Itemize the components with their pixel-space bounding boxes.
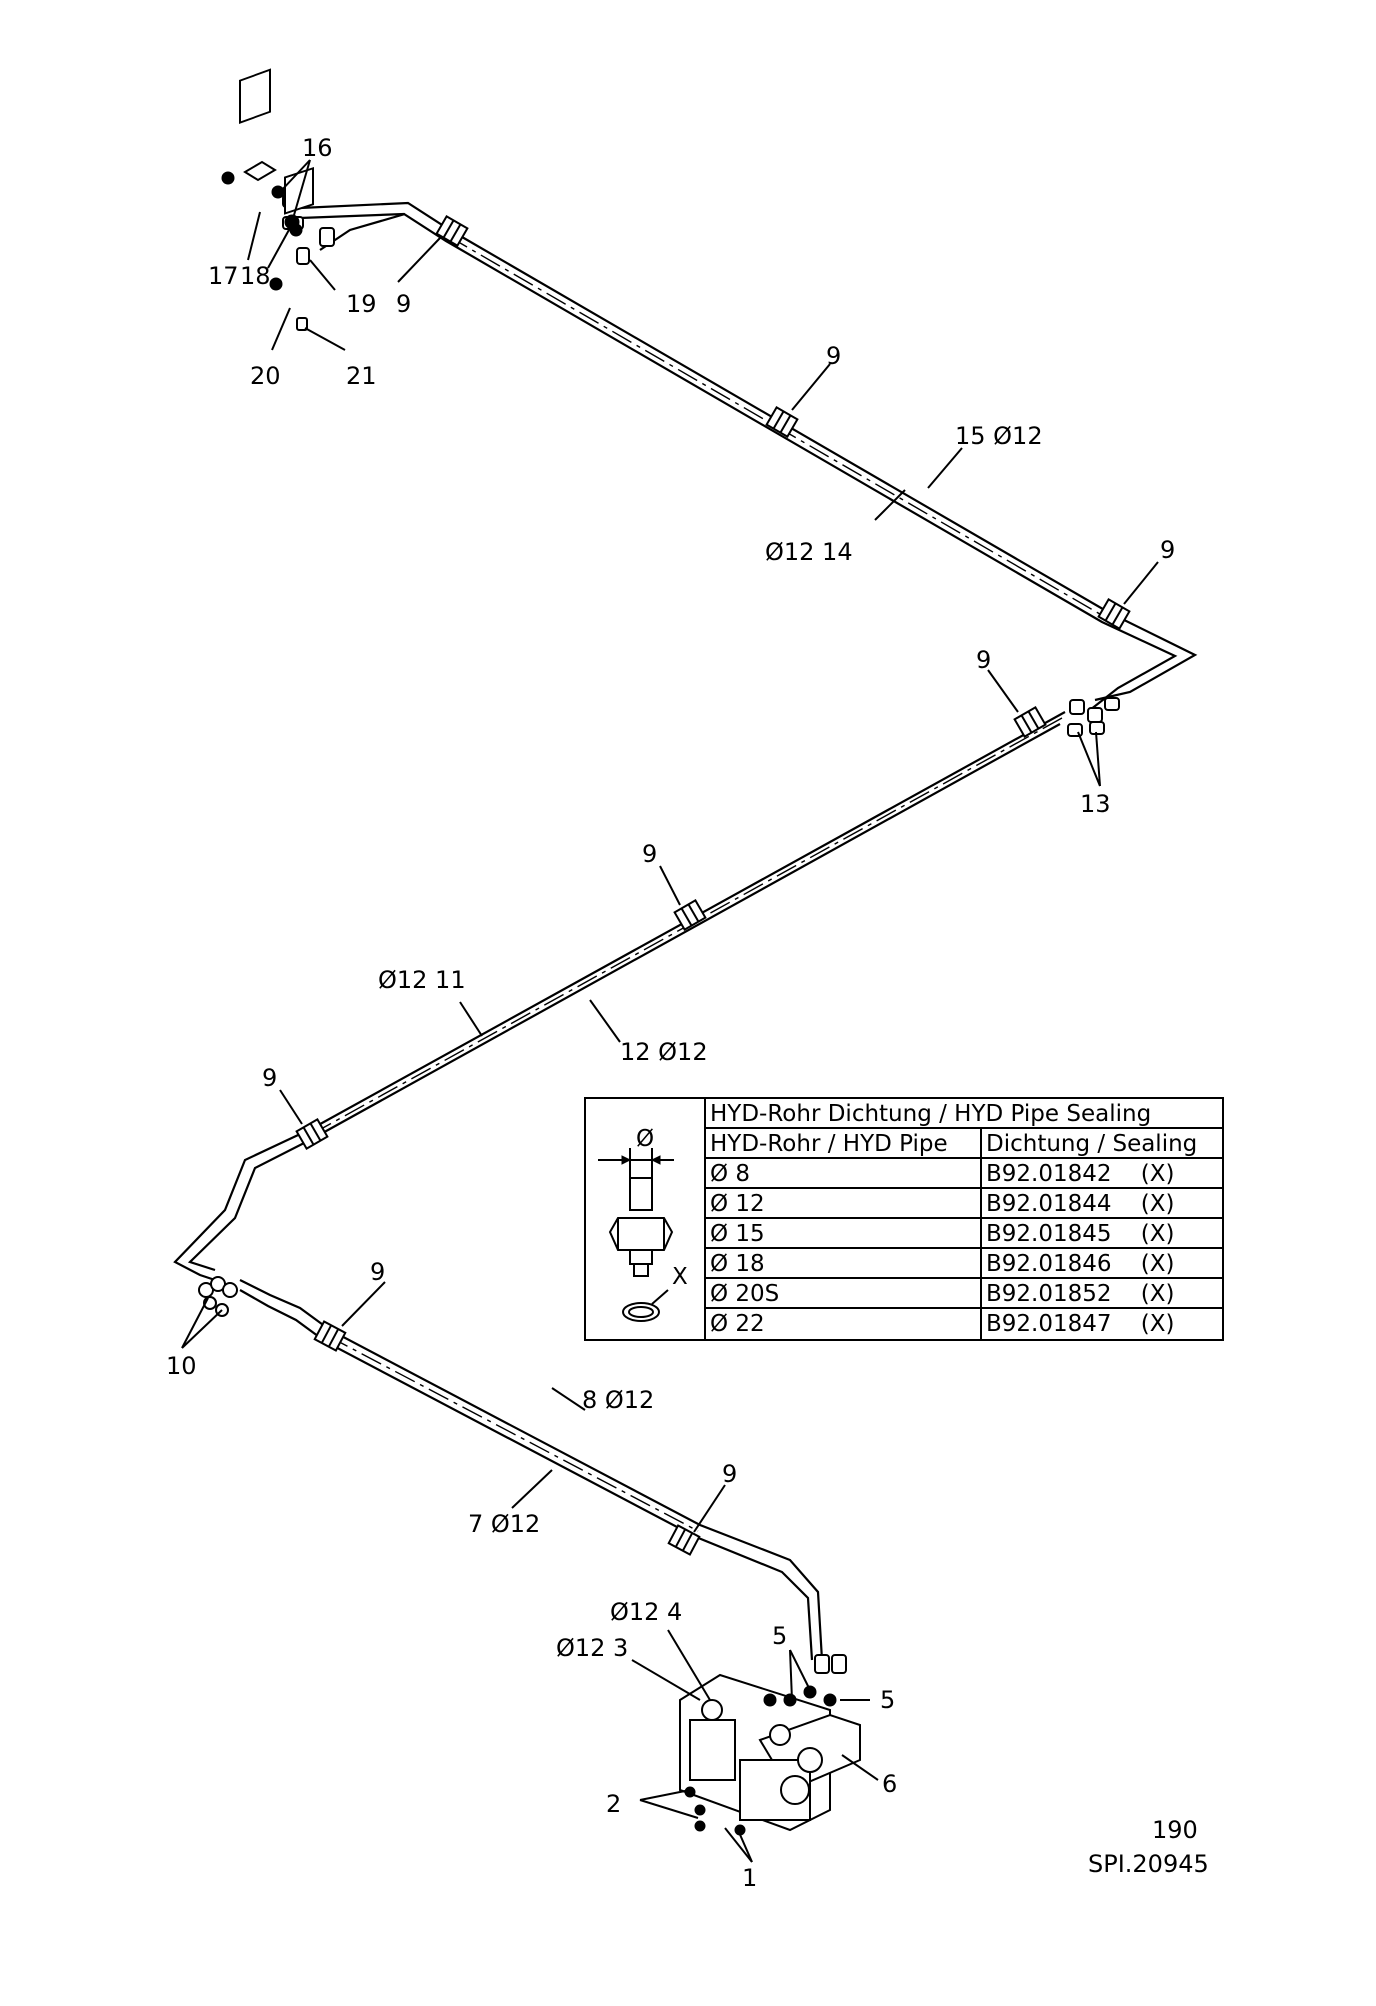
clamp-icon [765,405,799,439]
table-cell-pipe: Ø 15 [710,1221,765,1247]
clamp-icon [295,1117,329,1151]
callout-pipe-15: 15 Ø12 [955,422,1043,450]
phi-mark: Ø [636,1126,654,1152]
callout-pipe-8: 8 Ø12 [582,1386,654,1414]
leader-lines [181,159,1159,1863]
pipe-run-top [299,201,1198,711]
control-valve-block [679,1654,861,1836]
fitting-sketch-icon: Ø X [598,1126,688,1322]
valve-group-top [221,68,335,331]
pipe-run-middle [173,711,1066,1282]
pipe-run-bottom [239,1279,824,1661]
callout-1: 1 [742,1864,757,1892]
clamp-icon [435,214,469,248]
table-title: HYD-Rohr Dichtung / HYD Pipe Sealing [710,1101,1151,1127]
table-header-pipe: HYD-Rohr / HYD Pipe [710,1131,948,1157]
callout-6: 6 [882,1770,897,1798]
pipe-clamps [295,214,1131,1556]
page-number: 190 [1152,1816,1198,1844]
callout-9-e: 9 [642,840,657,868]
callout-9-a: 9 [396,290,411,318]
table-cell-seal: B92.01846 (X) [986,1251,1174,1277]
callout-pipe-4: Ø12 4 [610,1598,682,1626]
clamp-icon [1013,705,1047,739]
callout-5-a: 5 [772,1622,787,1650]
callout-2: 2 [606,1790,621,1818]
table-cell-pipe: Ø 12 [710,1191,765,1217]
table-cell-seal: B92.01845 (X) [986,1221,1174,1247]
table-cell-seal: B92.01842 (X) [986,1161,1174,1187]
callout-21: 21 [346,362,377,390]
table-cell-pipe: Ø 22 [710,1311,765,1337]
table-cell-seal: B92.01844 (X) [986,1191,1174,1217]
callout-20: 20 [250,362,281,390]
callout-pipe-7: 7 Ø12 [468,1510,540,1538]
callout-pipe-11: Ø12 11 [378,966,466,994]
callout-10: 10 [166,1352,197,1380]
clamp-icon [673,898,707,932]
table-cell-seal: B92.01847 (X) [986,1311,1174,1337]
callout-labels: 16 17 18 19 9 20 21 9 15 Ø12 Ø12 14 9 9 … [166,134,1175,1892]
callout-13: 13 [1080,790,1111,818]
clamp-icon [1097,597,1131,631]
clamp-icon [313,1320,347,1352]
x-mark: X [672,1264,688,1290]
table-header-seal: Dichtung / Sealing [986,1131,1197,1157]
callout-9-g: 9 [370,1258,385,1286]
table-cell-pipe: Ø 20S [710,1281,779,1307]
callout-17: 17 [208,262,239,290]
sealing-table: HYD-Rohr Dichtung / HYD Pipe Sealing HYD… [584,1097,1224,1341]
fittings-10 [198,1276,238,1317]
table-cell-pipe: Ø 18 [710,1251,765,1277]
callout-9-c: 9 [1160,536,1175,564]
clamp-icon [667,1524,701,1556]
table-cell-pipe: Ø 8 [710,1161,750,1187]
callout-pipe-12: 12 Ø12 [620,1038,708,1066]
drawing-id: SPI.20945 [1088,1850,1209,1878]
callout-9-f: 9 [262,1064,277,1092]
callout-18: 18 [240,262,271,290]
table-cell-seal: B92.01852 (X) [986,1281,1174,1307]
callout-pipe-3: Ø12 3 [556,1634,628,1662]
fittings-13 [1067,697,1120,737]
callout-9-h: 9 [722,1460,737,1488]
callout-pipe-14: Ø12 14 [765,538,853,566]
callout-16: 16 [302,134,333,162]
callout-19: 19 [346,290,377,318]
callout-9-b: 9 [826,342,841,370]
callout-9-d: 9 [976,646,991,674]
callout-5-b: 5 [880,1686,895,1714]
